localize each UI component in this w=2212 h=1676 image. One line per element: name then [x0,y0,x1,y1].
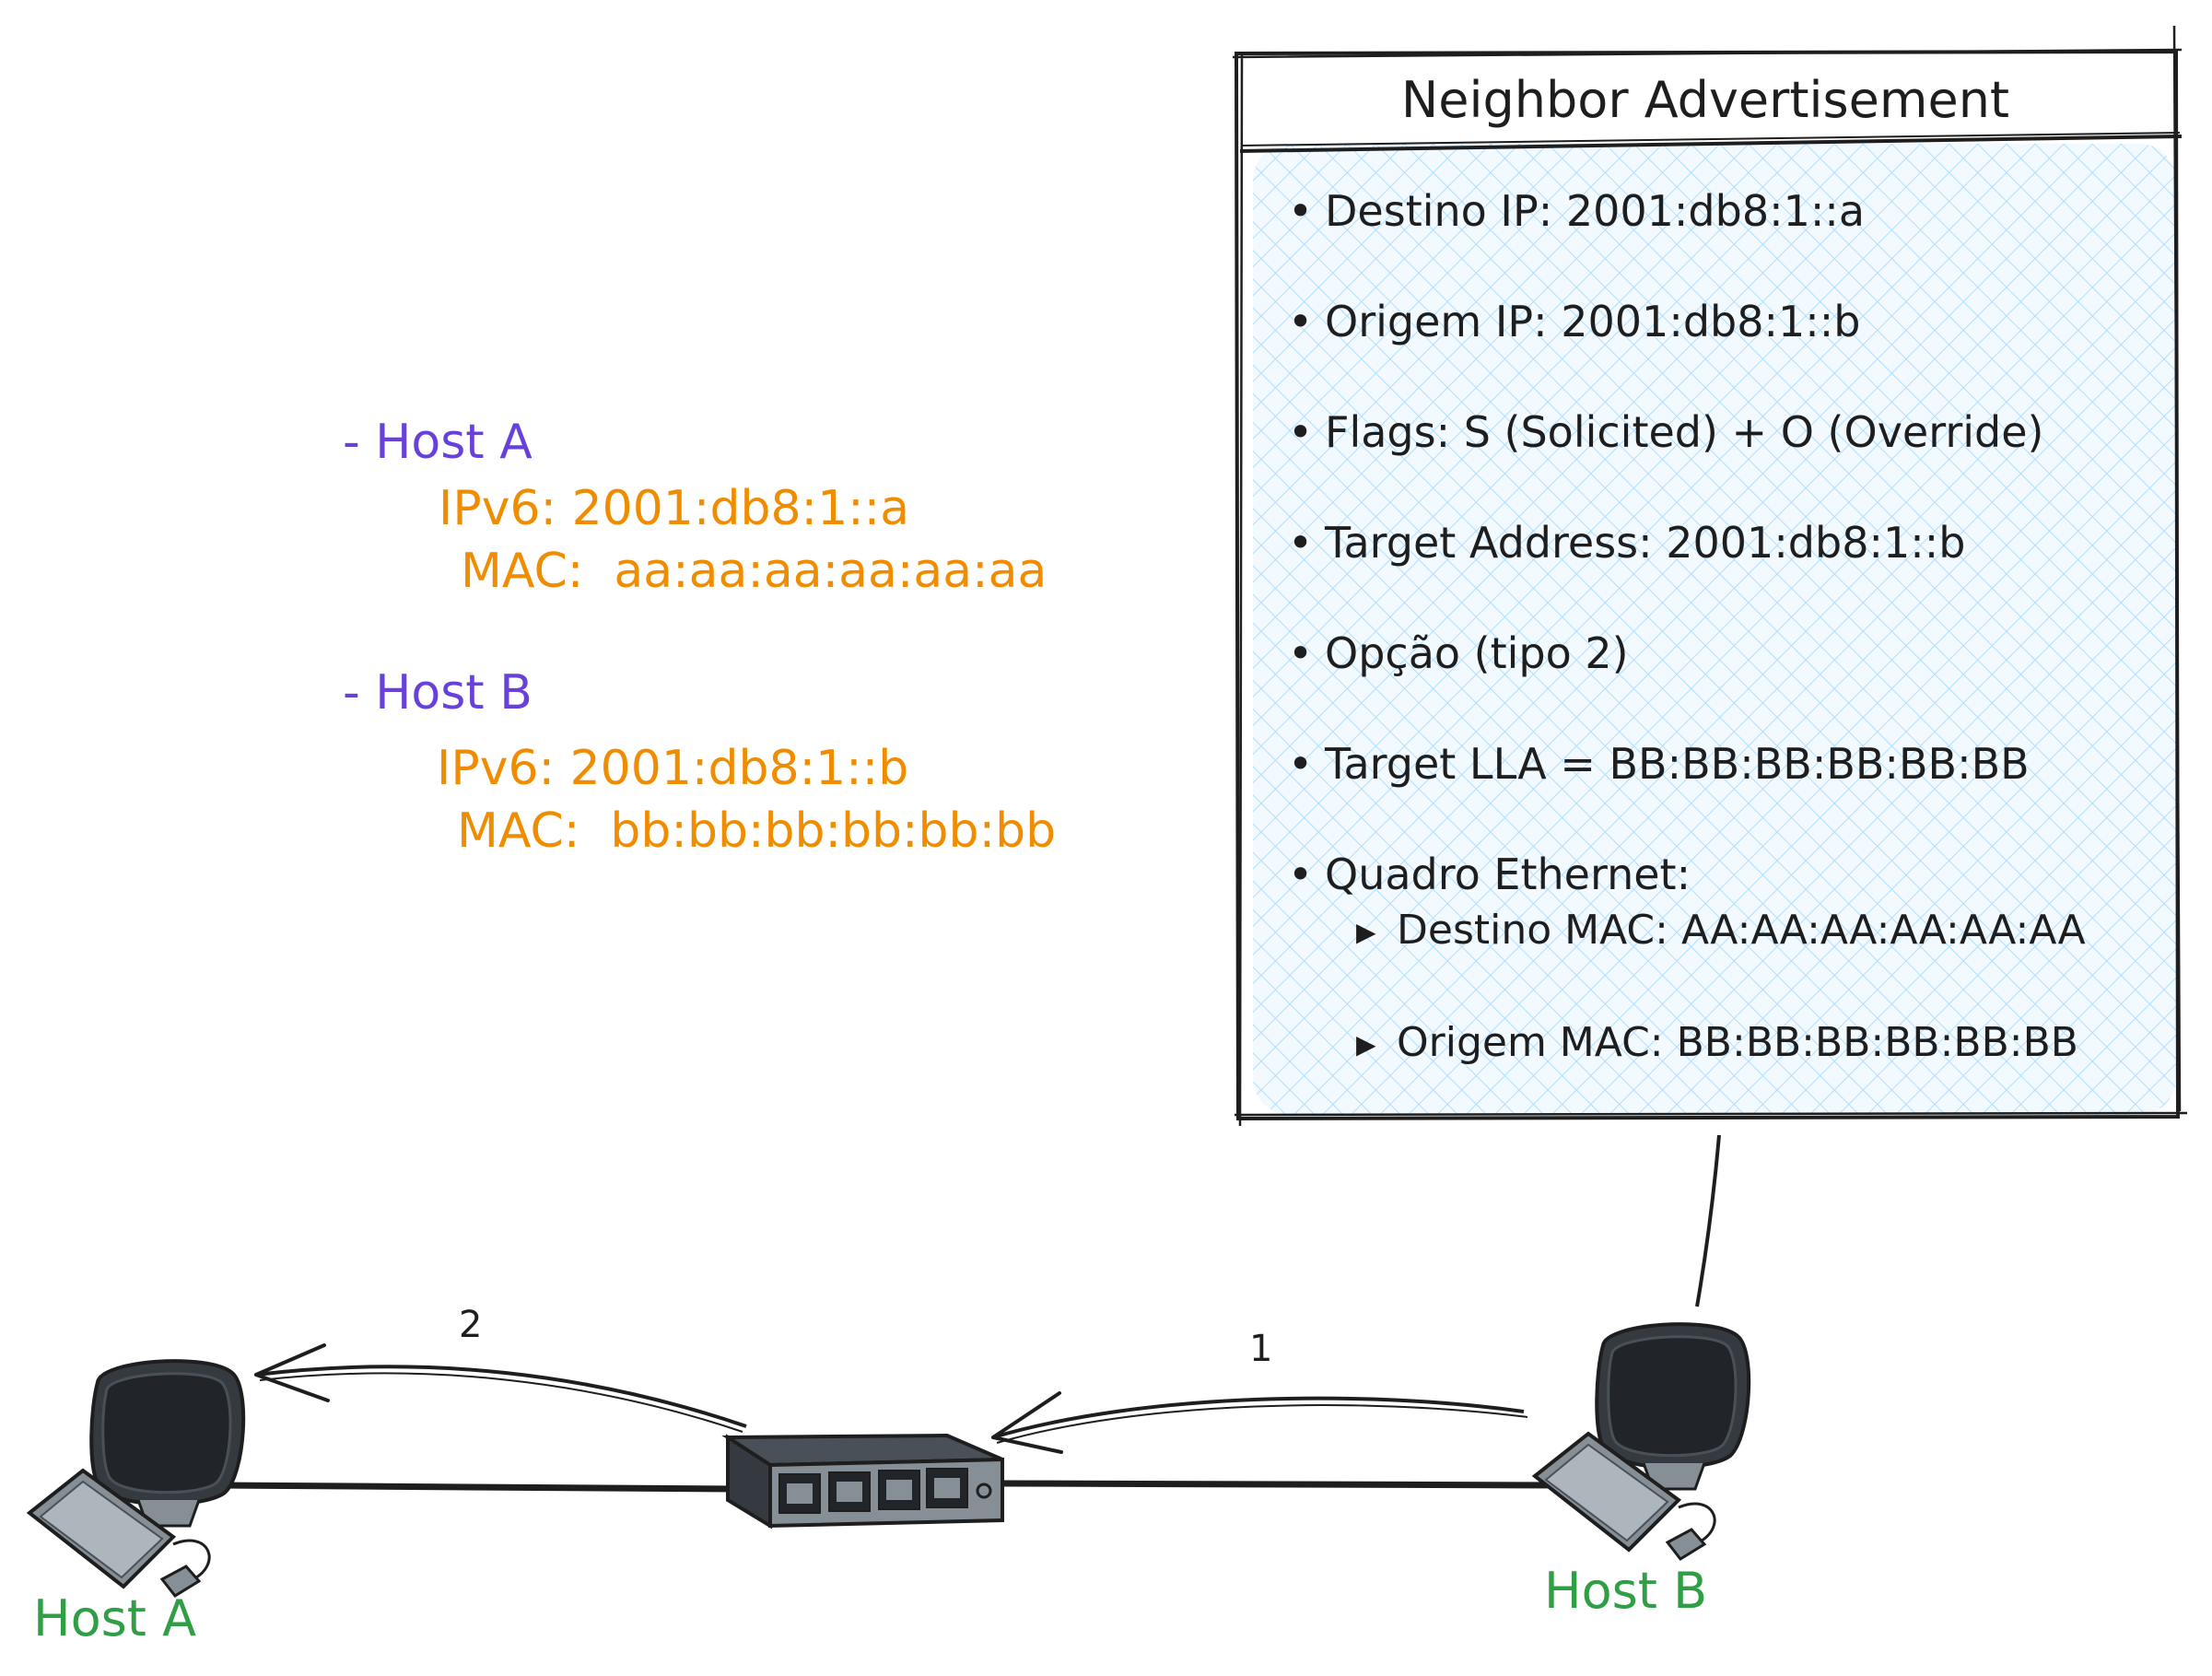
computer-icon [1531,1322,1751,1561]
triangle-bullet-icon: ▶ [1356,917,1376,947]
na-bullet: •Target Address: 2001:db8:1::b [1288,518,1966,568]
na-sub-bullet: ▶Origem MAC: BB:BB:BB:BB:BB:BB [1356,1019,2078,1066]
triangle-bullet-icon: ▶ [1356,1029,1376,1060]
arrow-step-1 [991,1391,1528,1454]
na-bullet: •Opção (tipo 2) [1288,628,1629,678]
host-b-info-title: - Host B [343,665,533,721]
na-bullet: •Destino IP: 2001:db8:1::a [1288,186,1866,236]
computer-icon [26,1359,246,1598]
network-switch-icon [721,1433,1004,1529]
na-bullet: •Quadro Ethernet: [1288,850,1691,899]
cable-switch-host-b [1003,1480,1567,1489]
host-b-ipv6: IPv6: 2001:db8:1::b [437,741,909,796]
cable-host-a-switch [213,1482,738,1493]
step-2-label: 2 [459,1304,483,1346]
panel-connector-line [1695,1134,1721,1307]
host-b-label: Host B [1544,1562,1708,1620]
na-bullet: •Target LLA = BB:BB:BB:BB:BB:BB [1288,739,2030,789]
host-a-info-title: - Host A [343,415,533,470]
host-a-ipv6: IPv6: 2001:db8:1::a [439,481,910,536]
arrow-step-2 [254,1343,747,1433]
host-a-label: Host A [33,1589,197,1647]
neighbor-advertisement-panel [1232,25,2188,1127]
step-1-label: 1 [1249,1328,1273,1370]
na-sub-bullet: ▶Destino MAC: AA:AA:AA:AA:AA:AA [1356,907,2086,954]
neighbor-advertisement-title: Neighbor Advertisement [1400,71,2010,129]
na-bullet: •Origem IP: 2001:db8:1::b [1288,297,1861,346]
na-bullet: •Flags: S (Solicited) + O (Override) [1288,407,2044,457]
host-b-mac: MAC: bb:bb:bb:bb:bb:bb [457,803,1057,859]
host-a-mac: MAC: aa:aa:aa:aa:aa:aa [461,544,1047,599]
